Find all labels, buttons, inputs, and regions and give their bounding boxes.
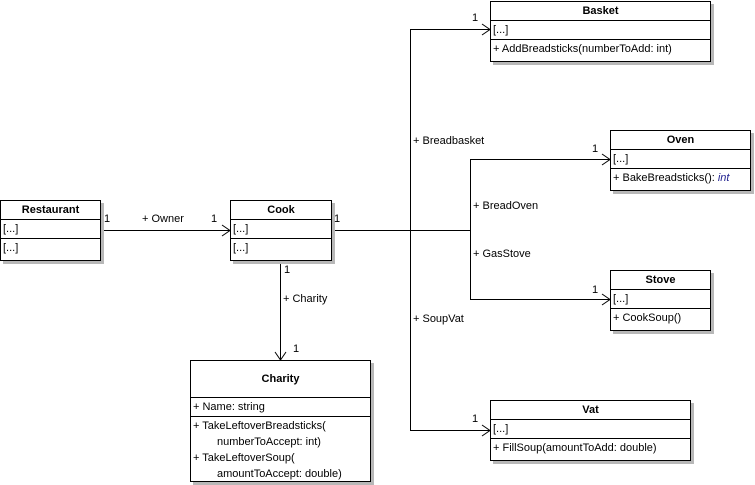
breadoven-line — [470, 159, 610, 230]
class-cook-operations: [...] — [233, 242, 249, 254]
class-cook-attributes: [...] — [231, 220, 331, 239]
breadbasket-target-multiplicity: 1 — [472, 12, 479, 24]
operation-take-leftover-soup: + TakeLeftoverSoup( — [193, 452, 295, 464]
breadbasket-role-label: + Breadbasket — [413, 135, 485, 147]
soupvat-role-label: + SoupVat — [413, 313, 464, 325]
class-oven[interactable]: Oven [...] + BakeBreadsticks(): int — [610, 130, 751, 191]
class-oven-attributes: [...] — [611, 150, 750, 169]
gasstove-target-multiplicity: 1 — [592, 284, 599, 296]
class-restaurant-name: Restaurant — [1, 201, 100, 220]
charity-role-label: + Charity — [283, 293, 328, 305]
charity-source-multiplicity: 1 — [284, 264, 291, 276]
class-charity-operations: + TakeLeftoverBreadsticks( numberToAccep… — [191, 417, 370, 483]
class-basket[interactable]: Basket [...] + AddBreadsticks(numberToAd… — [490, 1, 711, 62]
class-basket-attributes: [...] — [491, 21, 710, 40]
cook-outgoing-multiplicity: 1 — [334, 213, 341, 225]
class-basket-name: Basket — [491, 2, 710, 21]
owner-role-label: + Owner — [142, 213, 184, 225]
class-cook[interactable]: Cook [...] [...] — [230, 200, 332, 261]
class-cook-name: Cook — [231, 201, 331, 220]
class-stove-name: Stove — [611, 271, 710, 290]
class-restaurant[interactable]: Restaurant [...] [...] — [0, 200, 101, 261]
class-oven-name: Oven — [611, 131, 750, 150]
class-vat-attributes: [...] — [491, 420, 690, 439]
operation-bake-breadsticks: + BakeBreadsticks(): — [613, 172, 718, 184]
class-stove-attributes: [...] — [611, 290, 710, 309]
gasstove-line — [470, 230, 610, 300]
class-vat-name: Vat — [491, 401, 690, 420]
owner-target-multiplicity: 1 — [211, 213, 218, 225]
class-vat[interactable]: Vat [...] + FillSoup(amountToAdd: double… — [490, 400, 691, 461]
breadoven-role-label: + BreadOven — [473, 200, 539, 212]
class-charity-name: Charity — [191, 361, 370, 398]
soupvat-line — [410, 230, 490, 431]
operation-take-leftover-breadsticks: + TakeLeftoverBreadsticks( — [193, 420, 326, 432]
operation-take-leftover-breadsticks-params: numberToAccept: int) — [217, 436, 321, 448]
class-stove[interactable]: Stove [...] + CookSoup() — [610, 270, 711, 331]
owner-source-multiplicity: 1 — [104, 213, 111, 225]
operation-take-leftover-soup-params: amountToAccept: double) — [217, 468, 342, 480]
class-charity-attributes: + Name: string — [191, 398, 370, 417]
operation-bake-breadsticks-return: int — [717, 172, 730, 184]
breadoven-target-multiplicity: 1 — [592, 143, 599, 155]
class-oven-operations: + BakeBreadsticks(): int — [611, 169, 750, 187]
charity-target-multiplicity: 1 — [293, 343, 300, 355]
class-restaurant-operations: [...] — [3, 242, 19, 254]
class-charity[interactable]: Charity + Name: string + TakeLeftoverBre… — [190, 360, 371, 482]
class-restaurant-attributes: [...] — [1, 220, 100, 239]
soupvat-target-multiplicity: 1 — [472, 413, 479, 425]
gasstove-role-label: + GasStove — [473, 248, 531, 260]
class-basket-operations: + AddBreadsticks(numberToAdd: int) — [493, 43, 672, 55]
class-stove-operations: + CookSoup() — [613, 312, 682, 324]
breadbasket-line — [410, 29, 490, 230]
class-vat-operations: + FillSoup(amountToAdd: double) — [493, 442, 657, 454]
